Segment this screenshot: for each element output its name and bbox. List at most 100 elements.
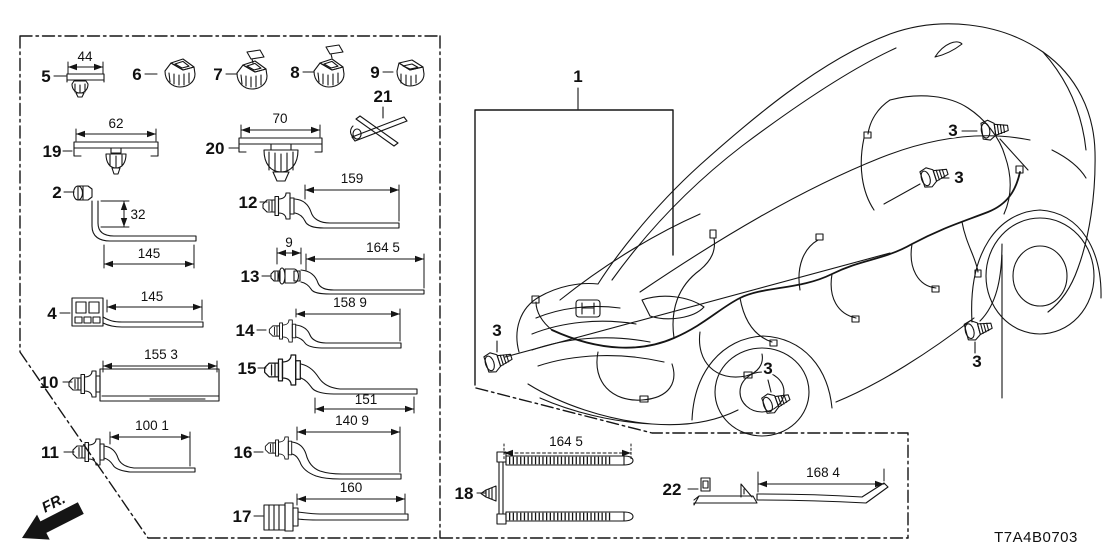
part-17-dimension: 160 [296, 480, 406, 514]
part-3-bolt-mid-floor: 3 [883, 161, 966, 205]
part-5-dim-length: 44 [77, 49, 93, 64]
part-3-callout[interactable]: 3 [490, 319, 503, 342]
part-13-dim-length: 164 5 [366, 240, 400, 255]
part-18-drawing [480, 451, 634, 525]
part-1-callout[interactable]: 1 [573, 67, 582, 86]
part-11-callout[interactable]: 11 [41, 443, 59, 462]
part-2-callout[interactable]: 2 [52, 183, 61, 202]
part-8: 8 [290, 44, 345, 88]
part-15-drawing [264, 354, 418, 395]
part-6-callout[interactable]: 6 [132, 65, 141, 84]
part-20-callout[interactable]: 20 [206, 139, 225, 158]
part-5-callout[interactable]: 5 [41, 67, 50, 86]
part-22-callout[interactable]: 22 [663, 480, 682, 499]
part-20-dim-length: 70 [272, 111, 287, 126]
brand-badge [575, 299, 601, 318]
part-19-drawing [73, 141, 159, 175]
leader [974, 243, 1003, 354]
part-13-drawing [270, 267, 425, 295]
floor-wire-harness [531, 95, 1024, 403]
part-3-bolt-rear-bumper: 3 [962, 243, 1003, 373]
panel-borders [19, 35, 909, 539]
part-3-bolt-front-bumper: 3 [482, 252, 891, 375]
part-7-callout[interactable]: 7 [213, 65, 222, 84]
part-21-callout[interactable]: 21 [374, 87, 393, 106]
part-16-drawing [264, 436, 402, 480]
part-22-drawing [693, 477, 889, 506]
part-5-dimension: 44 [67, 49, 104, 75]
part-4: 4 145 [47, 289, 204, 328]
fr-arrow-icon [22, 502, 84, 540]
part-19-callout[interactable]: 19 [43, 142, 62, 161]
part-18: 18 164 5 [455, 434, 634, 525]
part-16-dimension: 140 9 [296, 413, 401, 473]
part-3-callout[interactable]: 3 [952, 166, 965, 189]
part-3-callout[interactable]: 3 [946, 119, 959, 142]
part-13-dimension-width: 9 [276, 235, 302, 265]
part-14-dim-length: 158 9 [333, 295, 367, 310]
part-3-callout[interactable]: 3 [761, 357, 774, 380]
part-18-dimension: 164 5 [503, 434, 632, 461]
part-14-callout[interactable]: 14 [236, 321, 255, 340]
part-7-drawing [236, 49, 268, 90]
part-2: 2 32 145 [52, 183, 197, 269]
part-5-drawing [66, 73, 105, 98]
part-14-dimension: 158 9 [295, 295, 401, 342]
harness-connectors [531, 131, 1024, 403]
part-22: 22 168 4 [663, 465, 889, 506]
part-2-drawing [72, 185, 197, 242]
part-12: 12 159 [239, 171, 400, 229]
part-21: 21 [350, 87, 408, 147]
part-18-dim-length: 164 5 [549, 434, 583, 449]
part-2-dim-height: 32 [130, 207, 145, 222]
part-4-dimension: 145 [106, 289, 203, 321]
part-13-dimension-length: 164 5 [305, 240, 425, 289]
part-10-drawing [68, 368, 220, 402]
part-12-dimension: 159 [304, 171, 400, 222]
part-2-dim-length: 145 [138, 246, 161, 261]
part-6: 6 [132, 58, 196, 88]
bolt-icon [759, 386, 793, 416]
bolt-icon [962, 315, 995, 343]
part-3-bolt-rear-pillar: 3 [946, 117, 1029, 171]
part-3-bolt-front-wheel: 3 [759, 357, 793, 416]
part-11: 11 100 1 [41, 418, 196, 473]
part-22-dim-length: 168 4 [806, 465, 840, 480]
part-10-dimension: 155 3 [102, 347, 218, 373]
part-4-callout[interactable]: 4 [47, 304, 57, 323]
part-20: 20 70 [206, 111, 323, 182]
part-5: 5 44 [41, 49, 105, 98]
part-15-callout[interactable]: 15 [238, 359, 257, 378]
bolt-icon [979, 117, 1010, 142]
part-12-drawing [262, 192, 400, 229]
left-panel-border [19, 35, 909, 539]
part-20-drawing [238, 137, 323, 182]
part-8-callout[interactable]: 8 [290, 63, 299, 82]
bolt-icon [918, 161, 951, 190]
part-20-dimension: 70 [240, 111, 321, 138]
antenna-fin [934, 41, 963, 58]
part-12-dim-length: 159 [341, 171, 364, 186]
inset-panel-border [475, 387, 909, 539]
part-16-callout[interactable]: 16 [234, 443, 253, 462]
part-9-callout[interactable]: 9 [370, 63, 379, 82]
part-18-callout[interactable]: 18 [455, 484, 474, 503]
vehicle-illustration [516, 23, 1102, 437]
leader [883, 177, 950, 205]
part-14-drawing [268, 319, 402, 349]
part-13-callout[interactable]: 13 [241, 267, 260, 286]
leader [496, 252, 891, 358]
leader [961, 130, 1029, 171]
part-1: 1 [474, 67, 674, 386]
part-12-callout[interactable]: 12 [239, 193, 258, 212]
part-2-dimension-length: 145 [103, 244, 195, 269]
part-3-callout[interactable]: 3 [970, 350, 983, 373]
part-17-drawing [263, 502, 409, 532]
part-17-callout[interactable]: 17 [233, 507, 252, 526]
headlight [641, 295, 705, 320]
part-15: 15 151 [238, 354, 418, 414]
front-direction-indicator: FR. [22, 490, 84, 540]
part-10-callout[interactable]: 10 [40, 373, 59, 392]
bolt-icon [482, 346, 515, 375]
